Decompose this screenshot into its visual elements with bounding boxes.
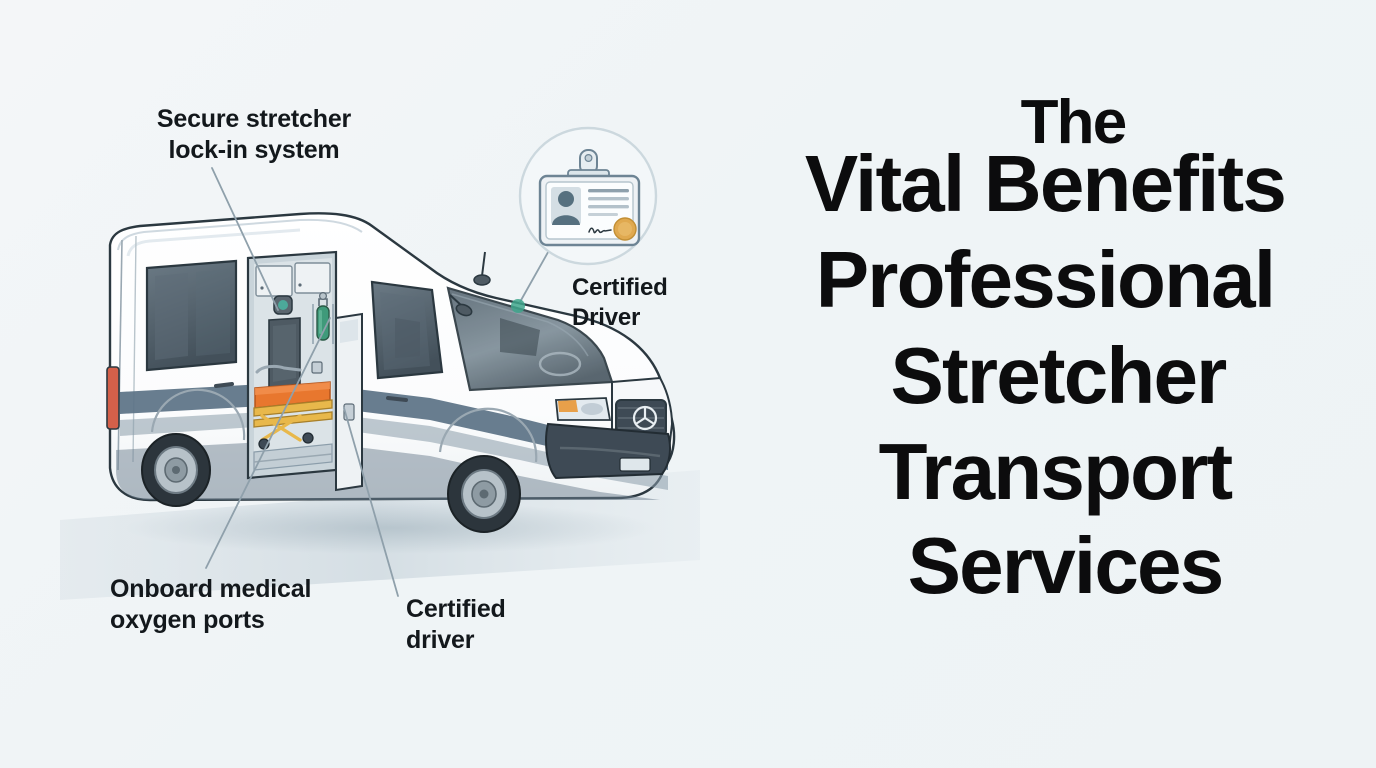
callout-certified-driver-lower: Certified driver <box>406 595 506 654</box>
ambulance-van-illustration <box>60 126 700 600</box>
roof-antenna <box>473 251 491 286</box>
overhead-cabinets <box>255 262 331 297</box>
windshield <box>446 286 614 392</box>
headline-line-2: Vital Benefits <box>804 139 1287 229</box>
certified-driver-id-badge-icon <box>518 126 658 266</box>
sliding-door-opening <box>246 250 338 480</box>
driver-marker-dot <box>511 299 525 313</box>
van-front <box>545 376 674 480</box>
cab-door-handle <box>386 396 408 402</box>
interior-partition <box>335 312 363 492</box>
callout-onboard-oxygen: Onboard medical oxygen ports <box>110 575 312 634</box>
leader-lines <box>205 167 557 597</box>
headline-block: The Vital Benefits Professional Stretche… <box>726 88 1364 676</box>
rear-wheel <box>141 433 211 507</box>
leader-line-oxygen <box>205 317 331 569</box>
callout-secure-stretcher: Secure stretcher lock-in system <box>156 105 352 164</box>
leader-line-driver <box>343 407 399 597</box>
mercedes-star-emblem <box>632 405 658 431</box>
headline-line-3: Professional <box>815 234 1276 324</box>
front-wheel <box>447 455 521 533</box>
steering-wheel <box>538 351 582 377</box>
oxygen-port <box>311 361 323 374</box>
cab-door-window <box>370 280 444 380</box>
side-mirror <box>449 294 473 317</box>
oxygen-cylinder <box>312 292 334 344</box>
van-shadow <box>125 502 655 554</box>
sliding-door-handle <box>214 382 234 388</box>
headline-line-1: The <box>1020 88 1128 157</box>
leader-line-stretcher <box>211 167 279 311</box>
van-body <box>106 212 676 502</box>
rear-side-window <box>145 259 238 372</box>
headline-line-4: Stretcher <box>890 330 1227 420</box>
headline-line-6: Services <box>907 520 1225 610</box>
van-illustration-panel: Secure stretcher lock-in system Certifie… <box>60 105 700 654</box>
taillight <box>106 366 120 430</box>
callout-certified-driver-badge: Certified Driver <box>572 274 668 332</box>
headline-line-5: Transport <box>878 426 1234 516</box>
